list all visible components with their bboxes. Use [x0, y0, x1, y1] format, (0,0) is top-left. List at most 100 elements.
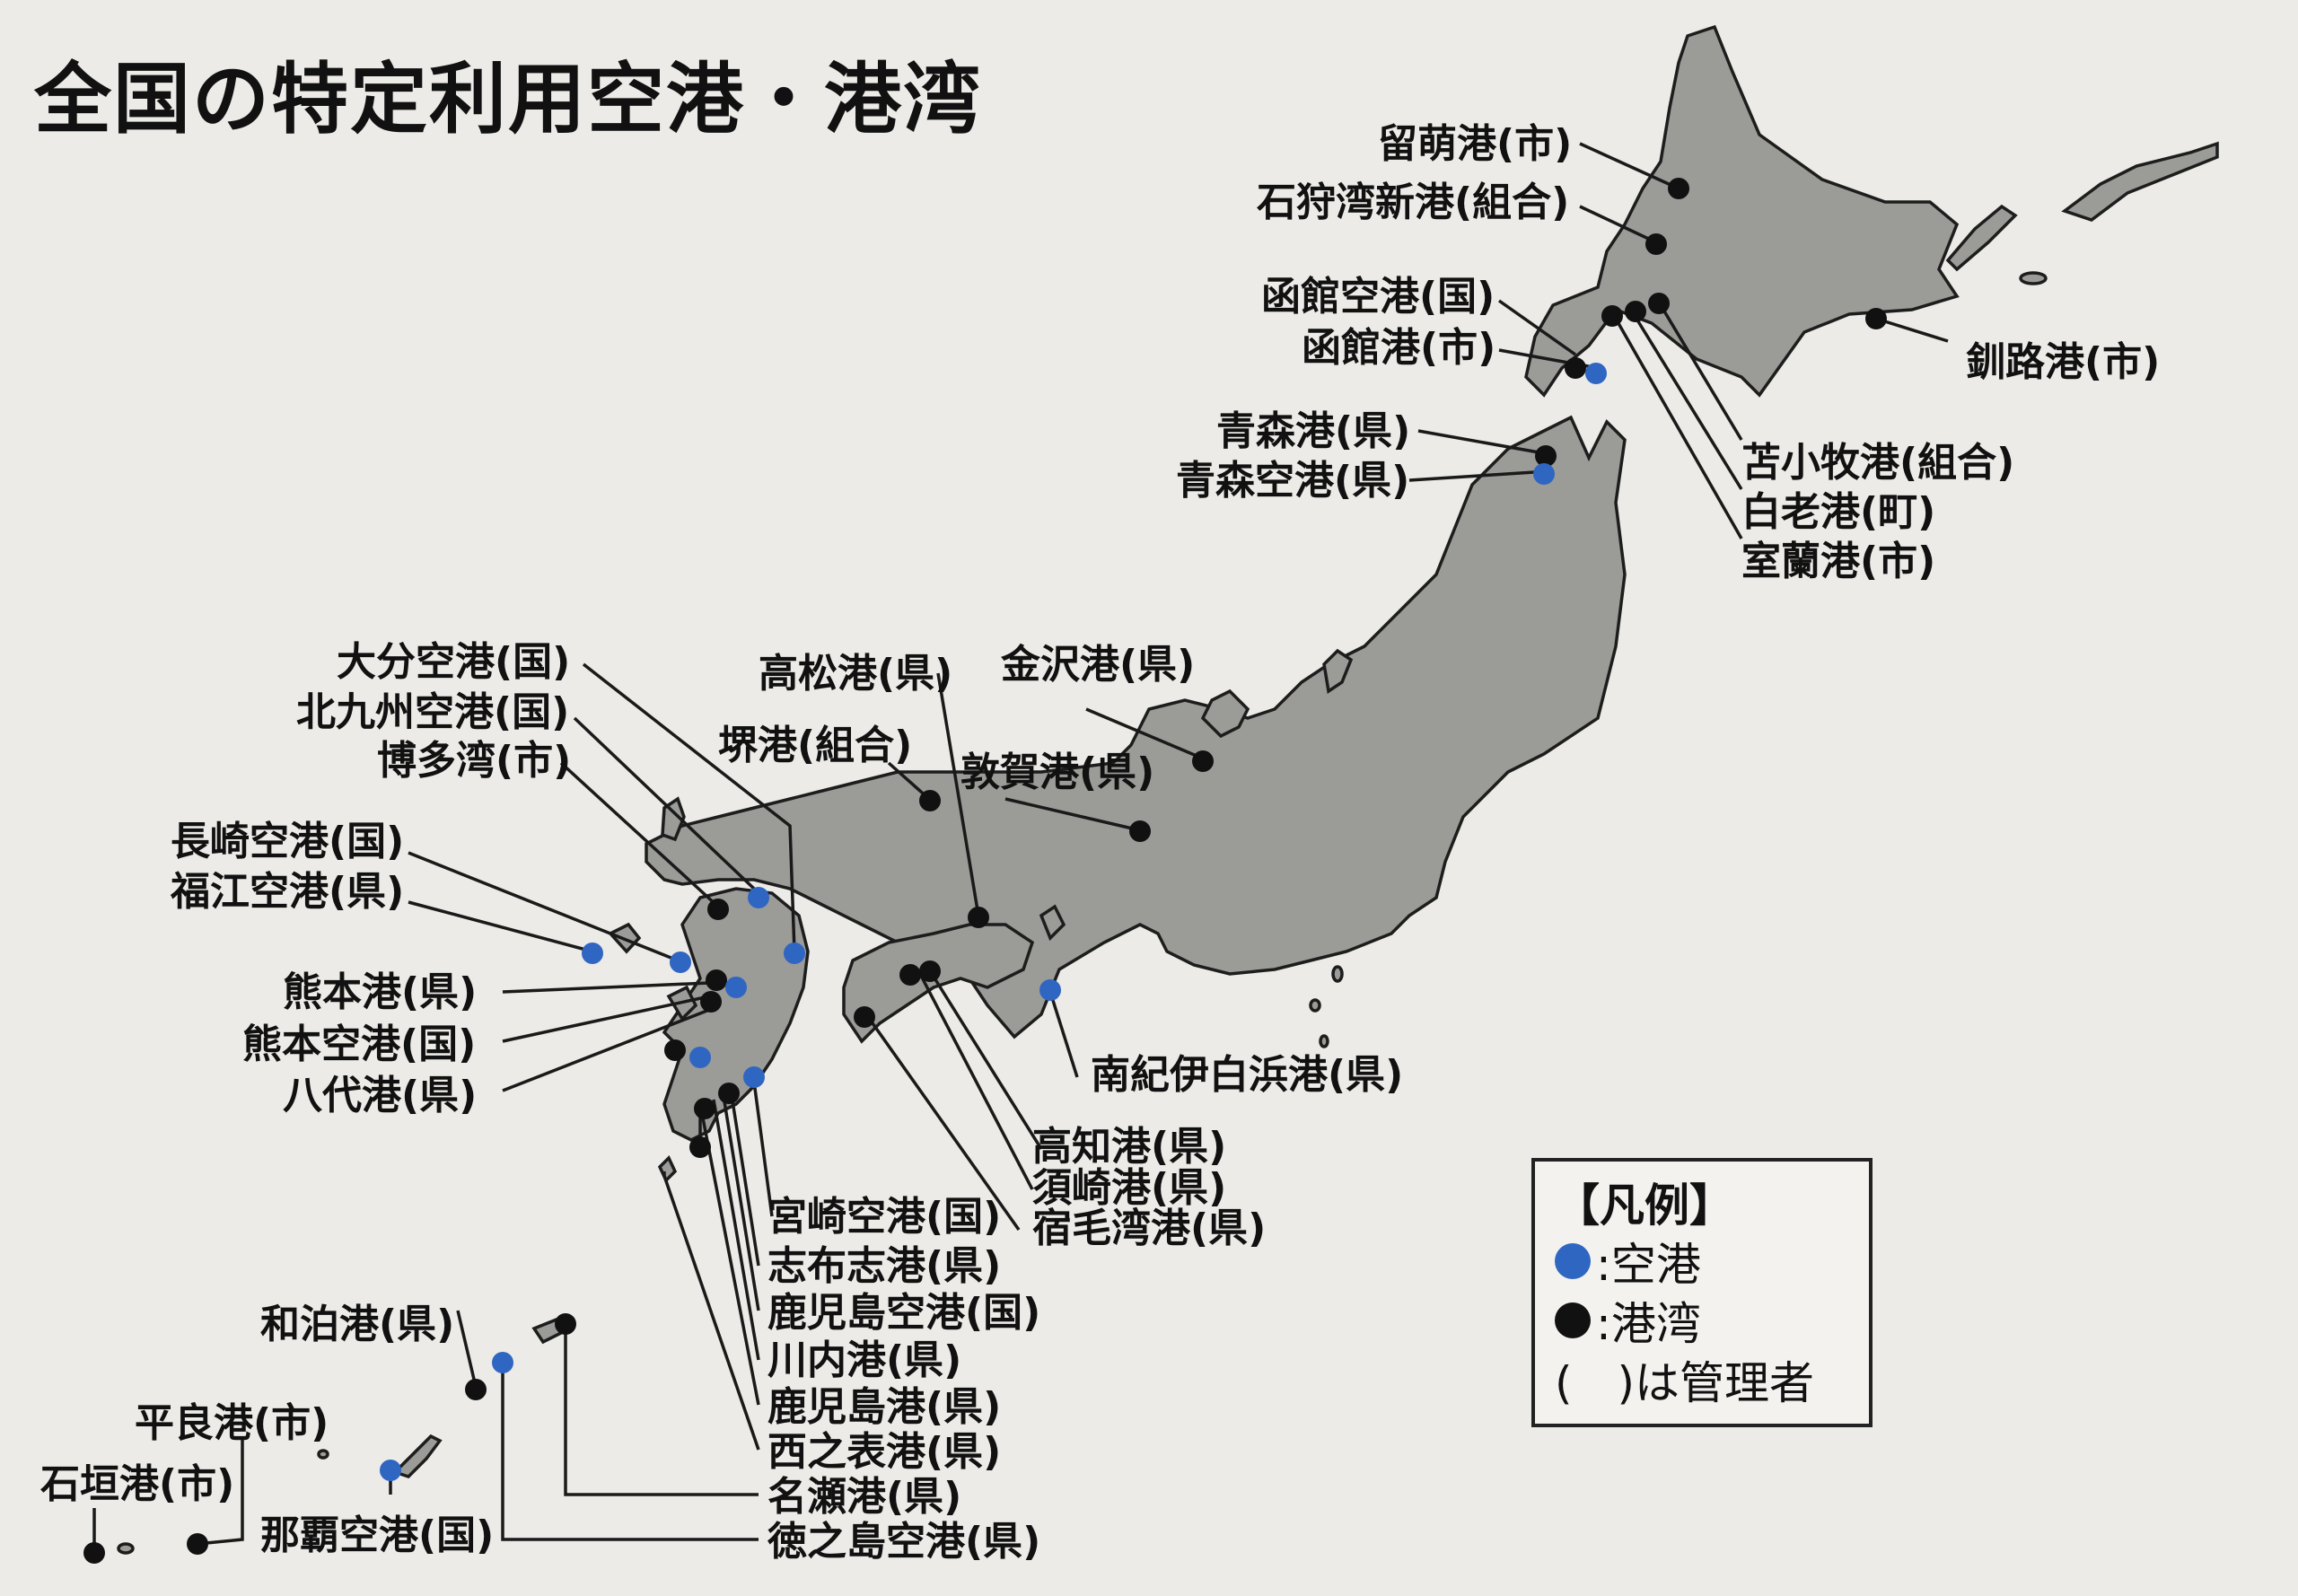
land-tanegashima	[657, 1154, 678, 1184]
land-islet	[2019, 271, 2048, 285]
port-dot-kumamoto[interactable]	[706, 969, 727, 991]
airport-dot-aomori[interactable]	[1533, 463, 1555, 485]
port-dot-naze[interactable]	[555, 1313, 576, 1335]
legend-airport-row: :空港	[1555, 1232, 1849, 1291]
label-kumamoto-airport: 熊本空港(国)	[242, 1022, 476, 1067]
land-honshu	[645, 415, 1627, 1039]
label-yatsushiro: 八代港(県)	[283, 1073, 477, 1118]
label-tomakomai: 苫小牧港(組合)	[1741, 440, 2014, 486]
land-noto	[1200, 688, 1250, 739]
airport-dot-oita[interactable]	[784, 943, 805, 964]
legend-port-row: :港湾	[1555, 1291, 1849, 1350]
land-okinawa	[391, 1434, 443, 1479]
label-fukue-airport: 福江空港(県)	[170, 869, 404, 915]
airport-dot-hakodate[interactable]	[1585, 363, 1607, 384]
port-dot-tomakomai[interactable]	[1648, 293, 1670, 314]
label-hakodate-airport: 函館空港(国)	[1261, 274, 1495, 320]
label-miyazaki-airport: 宮崎空港(国)	[767, 1194, 1001, 1240]
label-sukumo: 宿毛湾港(県)	[1032, 1206, 1266, 1251]
port-dot-tsuruga[interactable]	[1129, 820, 1151, 842]
label-naze: 名瀬港(県)	[767, 1474, 961, 1520]
label-kagoshima-airport: 鹿児島空港(国)	[767, 1290, 1040, 1336]
port-dot-ishikari[interactable]	[1645, 233, 1667, 255]
port-dot-sakai[interactable]	[919, 790, 941, 811]
port-dot-hakodate[interactable]	[1565, 357, 1586, 379]
label-hirara: 平良港(市)	[135, 1400, 329, 1446]
land-sado	[1322, 648, 1354, 694]
port-dot-rumoi[interactable]	[1668, 178, 1689, 199]
port-dot-nishinoomote[interactable]	[689, 1136, 711, 1158]
port-dot-hirara[interactable]	[187, 1533, 208, 1555]
port-dot-wadomari[interactable]	[465, 1379, 487, 1400]
label-tokunoshima-airport: 徳之島空港(県)	[767, 1519, 1040, 1565]
label-nishinoomote: 西之表港(県)	[767, 1429, 1001, 1475]
airport-dot-kagoshima[interactable]	[689, 1047, 711, 1068]
label-aomori: 青森港(県)	[1216, 408, 1410, 454]
port-dot-ishigaki[interactable]	[83, 1542, 105, 1564]
label-hakodate: 函館港(市)	[1302, 325, 1495, 371]
label-ishikari: 石狩湾新港(組合)	[1257, 180, 1569, 225]
label-ishigaki: 石垣港(市)	[40, 1461, 234, 1507]
land-islet	[1319, 1034, 1329, 1048]
label-takamatsu: 高松港(県)	[759, 651, 952, 697]
facility-dots	[83, 178, 1887, 1564]
facility-labels: 留萌港(市) 石狩湾新港(組合) 函館空港(国) 函館港(市) 釧路港(市) 苫…	[40, 121, 2160, 1565]
label-kitakyushu-airport: 北九州空港(国)	[296, 689, 569, 735]
land-islet	[1309, 998, 1321, 1013]
port-dot-shiraoi[interactable]	[1625, 301, 1646, 322]
port-dot-sukumo[interactable]	[854, 1006, 875, 1028]
leader-lines	[92, 142, 1949, 1553]
label-shiraoi: 白老港(町)	[1741, 489, 1935, 535]
airport-dot-fukue[interactable]	[582, 943, 603, 964]
port-dot-susaki[interactable]	[899, 964, 921, 986]
port-dot-muroran[interactable]	[1601, 305, 1623, 327]
port-dot-takamatsu[interactable]	[968, 907, 989, 928]
land-islet	[117, 1542, 135, 1555]
port-dot-aomori[interactable]	[1535, 445, 1557, 467]
map-title: 全国の特定利用空港・港湾	[34, 55, 982, 145]
legend-admin-label: ( )は管理者	[1555, 1357, 1815, 1409]
label-wadomari: 和泊港(県)	[260, 1302, 454, 1347]
airport-dot-kitakyushu[interactable]	[748, 887, 769, 908]
port-dot-shibushi[interactable]	[718, 1083, 740, 1104]
airport-dot-icon	[1555, 1243, 1591, 1279]
port-dot-kanazawa[interactable]	[1192, 750, 1214, 772]
airport-dot-miyazaki[interactable]	[743, 1066, 765, 1088]
map-legend: 【凡例】 :空港 :港湾 ( )は管理者	[1531, 1158, 1873, 1427]
label-rumoi: 留萌港(市)	[1378, 121, 1572, 167]
label-sakai: 堺港(組合)	[718, 723, 912, 768]
port-dot-kochi[interactable]	[919, 960, 941, 982]
legend-heading: 【凡例】	[1555, 1179, 1734, 1232]
label-kagoshima: 鹿児島港(県)	[767, 1384, 1001, 1430]
label-muroran: 室蘭港(市)	[1741, 539, 1935, 584]
label-shibushi: 志布志港(県)	[767, 1243, 1001, 1289]
port-dot-kagoshima[interactable]	[694, 1098, 715, 1119]
port-dot-yatsushiro[interactable]	[700, 991, 722, 1013]
airport-dot-nagasaki[interactable]	[670, 951, 691, 973]
label-naha-airport: 那覇空港(国)	[260, 1513, 494, 1558]
label-kushiro: 釧路港(市)	[1966, 339, 2160, 385]
airport-dot-kumamoto[interactable]	[725, 977, 747, 998]
label-tsuruga: 敦賀港(県)	[960, 750, 1154, 795]
land-islet	[317, 1449, 329, 1460]
legend-airport-label: :空港	[1596, 1239, 1701, 1291]
legend-port-label: :港湾	[1596, 1298, 1701, 1350]
airport-dot-nanki-shirahama[interactable]	[1039, 979, 1061, 1001]
land-awaji	[1039, 904, 1066, 942]
label-susaki: 須崎港(県)	[1032, 1165, 1226, 1211]
label-oita-airport: 大分空港(国)	[337, 639, 570, 685]
port-dot-hakata[interactable]	[707, 899, 729, 920]
legend-admin-row: ( )は管理者	[1555, 1350, 1849, 1409]
label-kumamoto: 熊本港(県)	[283, 969, 477, 1015]
label-kochi: 高知港(県)	[1032, 1124, 1226, 1170]
label-aomori-airport: 青森空港(県)	[1176, 458, 1409, 504]
airport-dot-tokunoshima[interactable]	[492, 1352, 513, 1373]
airport-dot-naha[interactable]	[380, 1460, 401, 1481]
land-islet	[1331, 965, 1344, 983]
port-dot-sendai[interactable]	[664, 1039, 686, 1061]
label-nanki-shirahama: 南紀伊白浜港(県)	[1091, 1052, 1403, 1098]
port-dot-kushiro[interactable]	[1865, 308, 1887, 329]
land-tsushima	[661, 796, 686, 842]
